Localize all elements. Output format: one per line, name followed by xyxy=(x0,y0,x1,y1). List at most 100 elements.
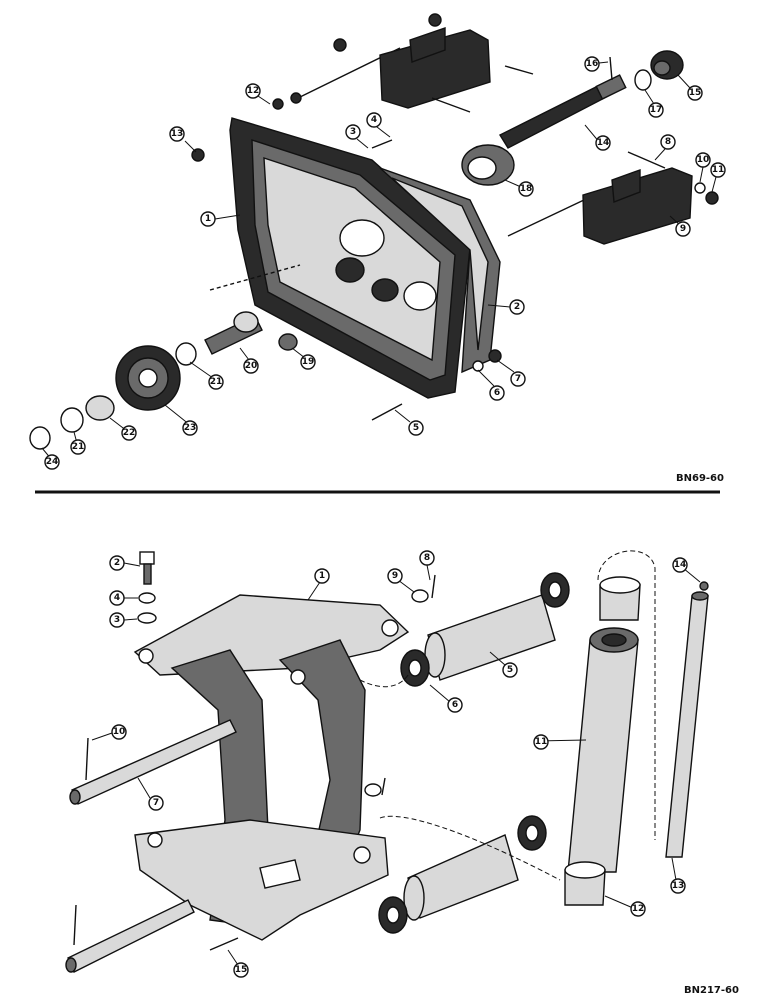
svg-text:14: 14 xyxy=(597,138,610,148)
bearing-6-lower xyxy=(378,896,408,934)
callout-11: 11 xyxy=(710,162,726,178)
callout-22: 22 xyxy=(121,425,137,441)
svg-text:19: 19 xyxy=(302,357,315,367)
callout-10: 10 xyxy=(695,152,711,168)
pin-16 xyxy=(609,56,613,81)
svg-text:4: 4 xyxy=(114,593,120,603)
callout-7: 7 xyxy=(510,371,526,387)
callout-21-lower: 21 xyxy=(70,439,86,455)
callout-b-13: 13 xyxy=(670,878,686,894)
callout-9: 9 xyxy=(675,221,691,237)
bushing-5-upper xyxy=(424,594,556,681)
callout-3: 3 xyxy=(345,124,361,140)
pin-7-lower xyxy=(65,899,195,973)
callout-8: 8 xyxy=(660,134,676,150)
svg-text:24: 24 xyxy=(46,457,59,467)
callout-b-3: 3 xyxy=(109,612,125,628)
svg-text:21: 21 xyxy=(210,377,223,387)
callout-b-10: 10 xyxy=(111,724,127,740)
pin-15 xyxy=(209,937,239,951)
callout-b-6: 6 xyxy=(447,697,463,713)
svg-text:7: 7 xyxy=(153,798,159,808)
svg-text:6: 6 xyxy=(452,700,458,710)
svg-text:22: 22 xyxy=(123,428,136,438)
bushing-19 xyxy=(278,333,298,351)
svg-text:17: 17 xyxy=(650,105,663,115)
roller-11 xyxy=(567,627,639,873)
svg-text:11: 11 xyxy=(535,737,548,747)
stub-shaft-20 xyxy=(204,311,263,355)
svg-text:5: 5 xyxy=(507,665,513,675)
svg-text:14: 14 xyxy=(674,560,687,570)
roller-end-12-top xyxy=(599,576,641,621)
support-frame xyxy=(133,594,410,941)
svg-text:20: 20 xyxy=(245,361,258,371)
bushing-22 xyxy=(85,395,115,421)
washer-21-lower xyxy=(60,407,84,433)
bearing-6-right xyxy=(540,572,570,608)
grease-fitting-14 xyxy=(699,581,709,591)
callout-15: 15 xyxy=(687,85,703,101)
svg-text:9: 9 xyxy=(392,571,398,581)
callout-b-12: 12 xyxy=(630,901,646,917)
svg-text:10: 10 xyxy=(697,155,710,165)
drawing-code-bottom: BN217-60 xyxy=(684,985,739,996)
roller-end-12-bottom xyxy=(564,861,606,906)
callout-b-4: 4 xyxy=(109,590,125,606)
callout-b-1: 1 xyxy=(314,568,330,584)
bracket-upper xyxy=(379,27,491,109)
bolt-2 xyxy=(139,551,155,585)
svg-text:7: 7 xyxy=(515,374,521,384)
cotter-pin-10 xyxy=(85,737,89,781)
washer-17 xyxy=(634,69,652,91)
callout-24: 24 xyxy=(44,454,60,470)
housing-plate xyxy=(229,117,471,399)
pin-7-upper xyxy=(69,719,237,805)
clip-9 xyxy=(411,589,429,603)
svg-text:11: 11 xyxy=(712,165,725,175)
svg-text:16: 16 xyxy=(586,59,599,69)
callout-20: 20 xyxy=(243,358,259,374)
bottom-exploded-diagram: 1 2 3 4 5 6 7 8 9 10 11 12 13 14 15 BN21… xyxy=(65,550,739,996)
nut-15 xyxy=(650,50,684,80)
callout-19: 19 xyxy=(300,354,316,370)
drive-shaft xyxy=(499,74,627,149)
svg-text:1: 1 xyxy=(319,571,325,581)
bracket-lower xyxy=(582,167,693,245)
bearing-6-lower-right xyxy=(517,815,547,851)
svg-text:2: 2 xyxy=(514,302,520,312)
washer-3 xyxy=(137,612,157,624)
bushing-5-lower xyxy=(403,834,519,921)
svg-text:8: 8 xyxy=(665,137,671,147)
callout-b-7: 7 xyxy=(148,795,164,811)
gear-23 xyxy=(115,345,181,411)
svg-text:15: 15 xyxy=(689,88,702,98)
svg-text:3: 3 xyxy=(350,127,356,137)
callout-b-9: 9 xyxy=(387,568,403,584)
callout-21-upper: 21 xyxy=(208,374,224,390)
svg-text:8: 8 xyxy=(424,553,430,563)
svg-text:15: 15 xyxy=(235,965,248,975)
bearing-6-upper xyxy=(400,649,430,687)
svg-text:2: 2 xyxy=(114,558,120,568)
svg-text:18: 18 xyxy=(520,184,533,194)
top-exploded-diagram: 1 2 3 4 5 6 7 8 9 10 11 12 13 14 15 16 1… xyxy=(29,13,726,484)
callout-b-14: 14 xyxy=(672,557,688,573)
fitting-8 xyxy=(431,574,436,599)
callout-b-5: 5 xyxy=(502,662,518,678)
svg-text:21: 21 xyxy=(72,442,85,452)
svg-text:3: 3 xyxy=(114,615,120,625)
svg-text:12: 12 xyxy=(247,86,260,96)
callout-b-15: 15 xyxy=(233,962,249,978)
drawing-code-top: BN69-60 xyxy=(676,473,724,484)
callout-17: 17 xyxy=(648,102,664,118)
svg-text:13: 13 xyxy=(672,881,685,891)
callout-5: 5 xyxy=(408,420,424,436)
svg-text:9: 9 xyxy=(680,224,686,234)
washer-4 xyxy=(138,592,156,604)
svg-text:13: 13 xyxy=(171,129,184,139)
svg-text:12: 12 xyxy=(632,904,645,914)
svg-text:4: 4 xyxy=(371,115,377,125)
callout-13: 13 xyxy=(169,126,185,142)
